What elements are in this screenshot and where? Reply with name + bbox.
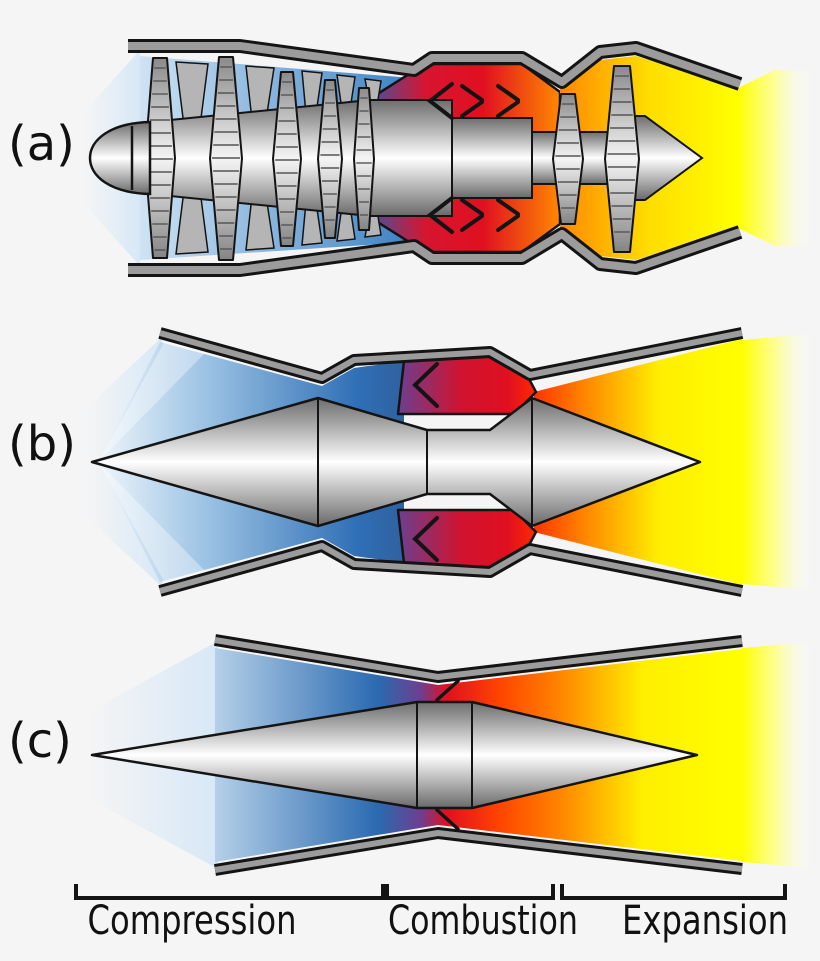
spike-seams [416,702,473,808]
flame-holders [412,362,439,562]
stage-label-combustion: Combustion [388,898,578,944]
fuel-injector-marks [435,679,460,831]
expansion-bracket [560,884,787,900]
exhaust-plume [738,70,812,246]
center-body-spike [90,396,702,528]
engine-casing [128,39,743,277]
stage-label-expansion: Expansion [622,898,788,944]
compressor-rotor [317,79,343,239]
engine-b-ramjet: (b) [8,327,812,597]
exhaust-plume [742,642,812,868]
compressor-rotor [353,87,375,231]
nose-spinner [88,120,152,196]
turbine-rotor [604,65,640,253]
flame-holders [426,82,520,234]
stage-label-compression: Compression [88,898,297,944]
engine-core-shaft [149,98,647,218]
compressor-rotor [209,56,243,261]
engine-a-turbojet: (a) [8,39,812,277]
engine-casing [214,634,743,876]
shock-wedge [99,339,210,461]
compression-bracket [74,884,385,900]
combustion-bracket [385,884,555,900]
engine-label-b: (b) [8,416,76,472]
turbine-rotor [552,93,584,225]
engine-casing [158,327,744,597]
exhaust-plume [742,334,812,590]
engine-label-a: (a) [8,116,75,172]
engine-label-c: (c) [8,713,72,769]
shock-wedge [99,463,210,585]
stage-brackets [74,884,787,900]
spike-seams [317,398,533,526]
compressor-rotor [272,71,302,247]
engine-c-scramjet: (c) [8,634,812,876]
